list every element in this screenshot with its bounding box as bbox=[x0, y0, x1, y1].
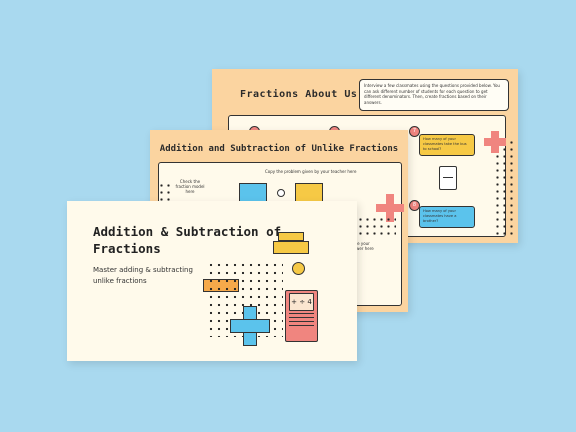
question-box: How many of your classmates have a broth… bbox=[419, 206, 475, 228]
number-badge: 8 bbox=[409, 200, 420, 211]
slide-cover[interactable]: Addition & Subtraction of Fractions Mast… bbox=[67, 201, 357, 361]
slide-title: Fractions About Us bbox=[240, 89, 358, 100]
number-badge: 7 bbox=[409, 126, 420, 137]
plus-icon bbox=[230, 306, 270, 346]
dot-pattern bbox=[494, 139, 516, 239]
fraction-box bbox=[439, 166, 457, 190]
yellow-bar bbox=[278, 232, 304, 241]
instruction-text: Copy the problem given by your teacher h… bbox=[265, 169, 357, 174]
yellow-rectangle bbox=[273, 241, 309, 254]
book-symbols: + ÷ 4 bbox=[289, 293, 314, 311]
plus-icon bbox=[376, 194, 404, 222]
plus-icon bbox=[484, 131, 506, 153]
dot-pattern bbox=[350, 216, 396, 236]
left-note: Check the fraction model here bbox=[175, 179, 205, 194]
slide-title: Addition & Subtraction of Fractions bbox=[93, 224, 282, 256]
slide-title: Addition and Subtraction of Unlike Fract… bbox=[159, 144, 399, 154]
question-box: How many of your classmates take the bus… bbox=[419, 134, 475, 156]
circle-shape bbox=[277, 189, 285, 197]
right-note: Write your answer here bbox=[349, 241, 374, 251]
instructions-box: Interview a few classmates using the que… bbox=[359, 79, 509, 111]
slide-subtitle: Master adding & subtracting unlike fract… bbox=[93, 266, 193, 285]
yellow-circle bbox=[292, 262, 305, 275]
book-icon: + ÷ 4 bbox=[285, 290, 318, 342]
